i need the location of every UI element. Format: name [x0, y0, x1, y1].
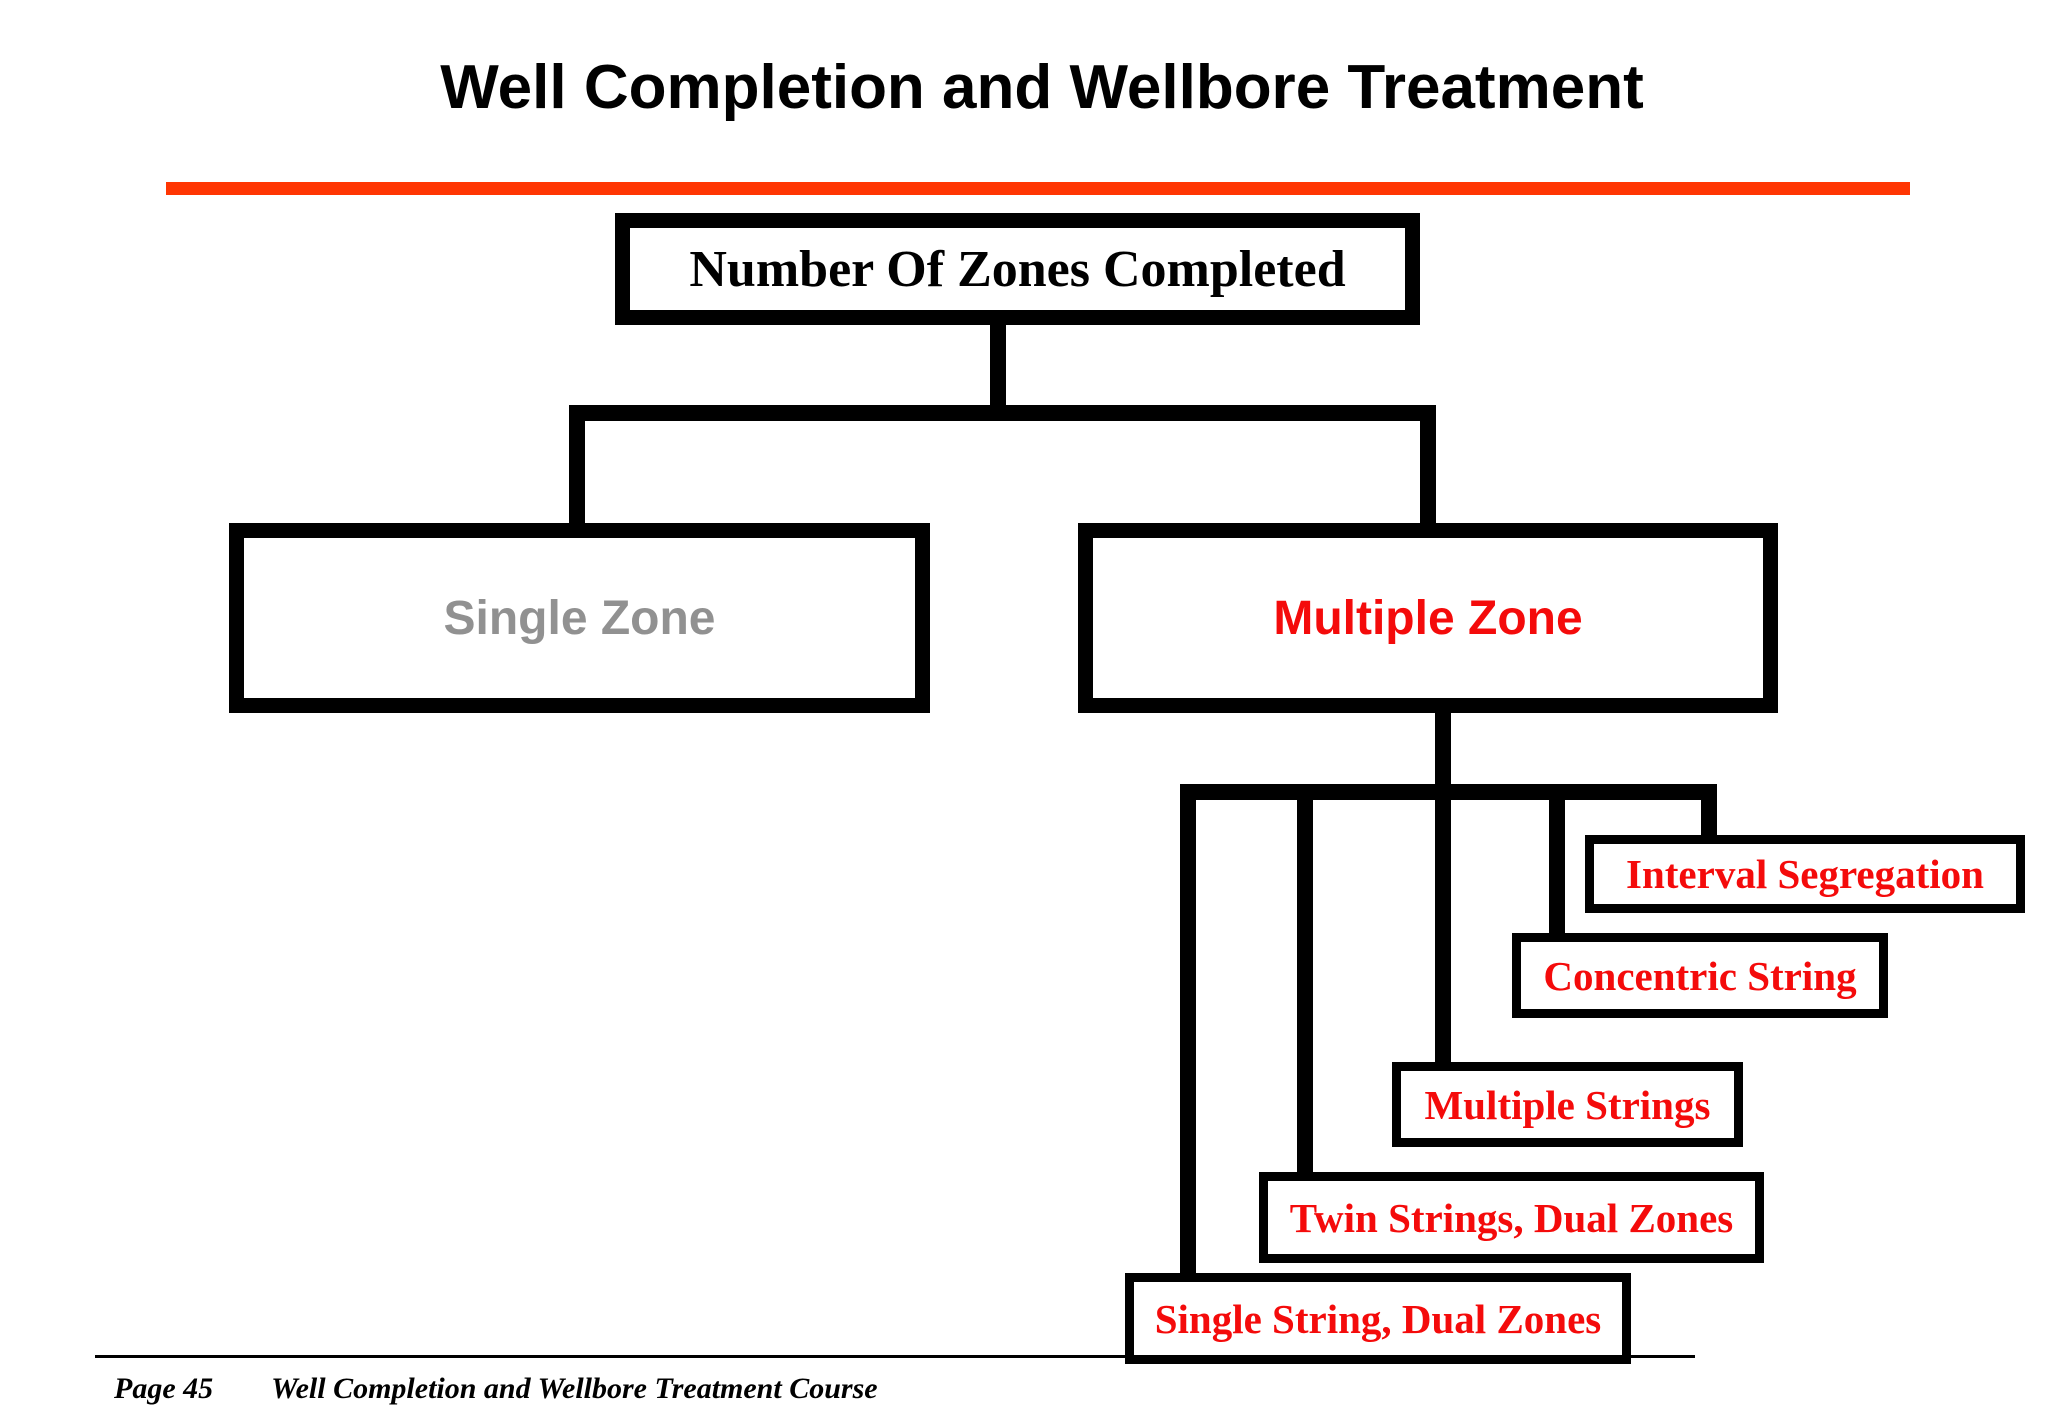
- connector-drop-multiple-zone: [1420, 405, 1436, 530]
- connector-drop-twin-strings: [1297, 784, 1313, 1182]
- connector-level2-bar: [1180, 784, 1717, 800]
- title-underline-rule: [166, 182, 1910, 195]
- node-multiple-strings: Multiple Strings: [1392, 1062, 1743, 1147]
- footer-course-title: Well Completion and Wellbore Treatment C…: [271, 1372, 878, 1405]
- node-multiple-zone-label: Multiple Zone: [1273, 591, 1583, 645]
- connector-multiple-zone-stem: [1435, 706, 1451, 1070]
- node-multiple-strings-label: Multiple Strings: [1424, 1081, 1711, 1128]
- connector-drop-concentric: [1549, 784, 1565, 942]
- footer: Page 45 Well Completion and Wellbore Tre…: [114, 1372, 878, 1406]
- connector-drop-single-string: [1180, 784, 1196, 1284]
- node-single-string-dual-zones-label: Single String, Dual Zones: [1154, 1295, 1602, 1342]
- node-twin-strings-dual-zones: Twin Strings, Dual Zones: [1259, 1172, 1764, 1263]
- connector-drop-interval: [1701, 784, 1717, 846]
- connector-root-stem: [990, 318, 1006, 413]
- node-multiple-zone: Multiple Zone: [1078, 523, 1778, 713]
- page-title: Well Completion and Wellbore Treatment: [440, 53, 1644, 122]
- footer-separator-line: [95, 1355, 1695, 1358]
- node-twin-strings-dual-zones-label: Twin Strings, Dual Zones: [1289, 1194, 1734, 1241]
- node-single-string-dual-zones: Single String, Dual Zones: [1125, 1273, 1631, 1364]
- node-number-of-zones-completed: Number Of Zones Completed: [615, 213, 1420, 325]
- node-single-zone: Single Zone: [229, 523, 930, 713]
- node-concentric-string-label: Concentric String: [1543, 952, 1857, 999]
- node-interval-segregation: Interval Segregation: [1585, 835, 2025, 913]
- connector-level1-bar: [569, 405, 1436, 421]
- node-number-of-zones-completed-label: Number Of Zones Completed: [689, 240, 1346, 298]
- node-interval-segregation-label: Interval Segregation: [1626, 851, 1984, 897]
- node-concentric-string: Concentric String: [1512, 933, 1888, 1018]
- node-single-zone-label: Single Zone: [443, 591, 716, 645]
- footer-page-number: Page 45: [114, 1372, 214, 1405]
- connector-drop-single-zone: [569, 405, 585, 530]
